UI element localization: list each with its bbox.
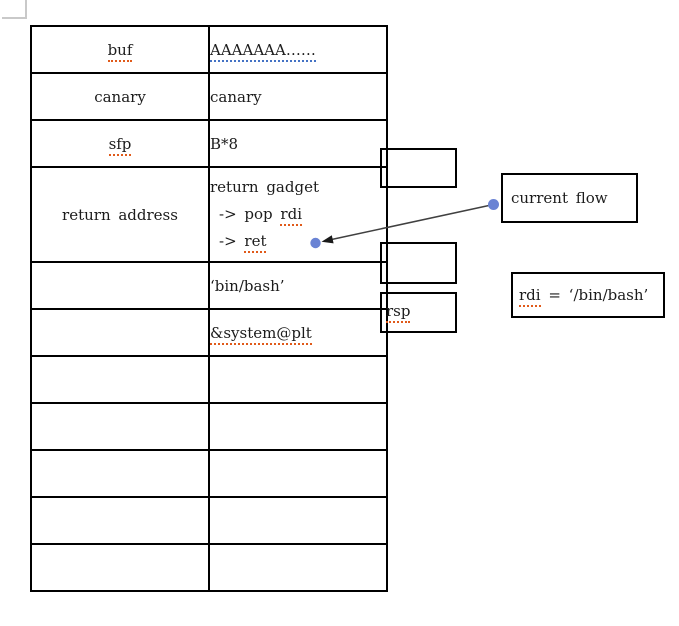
stack-label-cell: [30, 449, 210, 498]
gadget-ret: ret: [244, 232, 267, 253]
gadget-line-2: -> pop rdi: [211, 201, 385, 228]
stack-label-cell: [30, 496, 210, 545]
stack-value-cell: [208, 355, 388, 404]
stack-value-cell: [208, 449, 388, 498]
table-row-return-address: return address return gadget -> pop rdi …: [30, 166, 388, 263]
page-margin-corner-mark-horizontal: [2, 17, 27, 19]
gadget-line-3: -> ret: [211, 228, 385, 255]
canary-value: canary: [210, 87, 262, 106]
gadget-pop-rdi: rdi: [280, 205, 302, 226]
gadget-line-1: return gadget: [210, 174, 385, 201]
rsp-box: rsp: [380, 292, 457, 333]
rdi-note-box: rdi = ‘/bin/bash’: [511, 272, 665, 318]
sfp-label: sfp: [108, 134, 132, 156]
table-row-empty: [30, 449, 388, 498]
stack-value-cell: [208, 543, 388, 592]
current-flow-label: current flow: [511, 189, 608, 207]
buf-value: AAAAAAA……: [211, 40, 316, 62]
current-flow-box: current flow: [501, 173, 638, 223]
stack-value-cell: &system@plt: [208, 308, 388, 357]
stack-value-cell: canary: [208, 72, 388, 121]
table-row-empty: [30, 543, 388, 592]
stack-value-cell: [208, 402, 388, 451]
stack-value-cell: [208, 496, 388, 545]
table-row-empty: [30, 355, 388, 404]
buf-label: buf: [107, 40, 133, 62]
table-row-sfp: sfp B*8: [30, 119, 388, 168]
stack-label-cell: [30, 402, 210, 451]
rdi-word: rdi: [519, 286, 541, 307]
table-row-system-plt: &system@plt: [30, 308, 388, 357]
system-plt-value: &system@plt: [211, 323, 312, 345]
stack-label-cell: sfp: [30, 119, 210, 168]
table-row-empty: [30, 496, 388, 545]
table-row-canary: canary canary: [30, 72, 388, 121]
gadget-title: return gadget: [210, 178, 319, 196]
stack-label-cell: [30, 355, 210, 404]
rdi-note-text: rdi = ‘/bin/bash’: [519, 286, 649, 307]
stack-label-cell: canary: [30, 72, 210, 121]
stack-label-cell: [30, 261, 210, 310]
gadget-ret-prefix: ->: [219, 232, 245, 250]
stack-label-cell: return address: [30, 166, 210, 263]
side-box-top: [380, 148, 457, 188]
sfp-value: B*8: [210, 134, 239, 153]
gadget-pop-prefix: -> pop: [219, 205, 281, 223]
current-flow-endpoint-dot-icon: [488, 199, 499, 210]
stack-value-cell: ‘bin/bash’: [208, 261, 388, 310]
table-row-empty: [30, 402, 388, 451]
stack-value-cell: return gadget -> pop rdi -> ret: [208, 166, 388, 263]
return-address-label: return address: [62, 205, 178, 224]
stack-label-cell: [30, 308, 210, 357]
side-box-middle: [380, 242, 457, 284]
table-row-binbash: ‘bin/bash’: [30, 261, 388, 310]
stack-label-cell: [30, 543, 210, 592]
stack-label-cell: buf: [30, 25, 210, 74]
binbash-value: ‘bin/bash’: [210, 276, 285, 295]
stack-value-cell: AAAAAAA……: [208, 25, 388, 74]
stack-value-cell: B*8: [208, 119, 388, 168]
rsp-label: rsp: [386, 302, 411, 323]
table-row-buf: buf AAAAAAA……: [30, 25, 388, 74]
rdi-rest: = ‘/bin/bash’: [540, 286, 649, 304]
stack-table: buf AAAAAAA…… canary canary sfp B*8 retu…: [30, 25, 388, 592]
page-margin-corner-mark-vertical: [25, 0, 27, 19]
canary-label: canary: [94, 87, 146, 106]
